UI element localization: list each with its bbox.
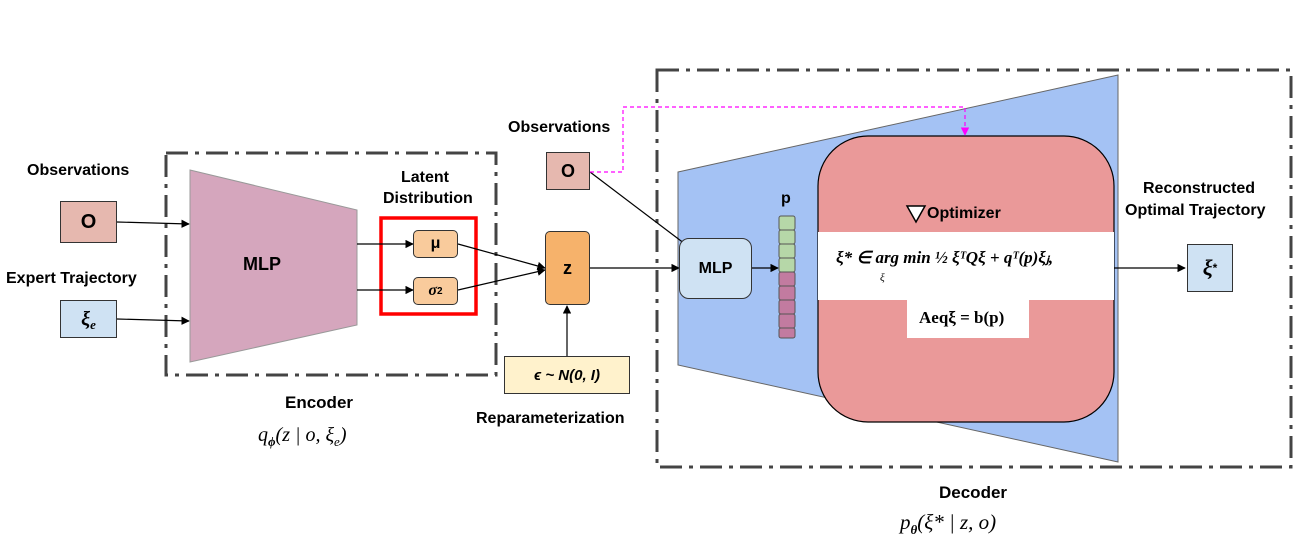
objective-equation-subscript: ξ [880,272,885,284]
encoder-observation-box: O [60,201,117,243]
objective-equation: ξ* ∈ arg min ½ ξᵀQξ + qᵀ(p)ξⱼ, [836,248,1054,267]
latent-label-line1: Latent [401,169,449,186]
decoder-title: Decoder [939,483,1008,502]
obs-to-optimizer-dashed-link [590,106,970,173]
arrow-sigma-to-z [457,267,546,291]
reparameterization-label: Reparameterization [476,410,625,427]
arrow-expert-to-mlp [116,316,190,325]
decoder-frame [655,68,1293,469]
arrow-mu-to-z [457,243,546,271]
expert-trajectory-label: Expert Trajectory [6,270,137,287]
reconstructed-label-line1: Reconstructed [1143,180,1256,197]
constraint-equation: Aeqξ = b(p) [919,308,1005,327]
arrow-obs-to-decoder-mlp [589,171,694,251]
decoder-observations-label: Observations [508,119,611,136]
encoder-formula: qϕ(z | o, ξe) [258,424,347,449]
decoder-formula: pθ(ξ* | z, o) [900,510,997,538]
p-vector [778,215,796,339]
encoder-mlp-shape [189,169,358,363]
encoder-title: Encoder [285,393,354,412]
equation-band [818,232,1114,300]
encoder-mlp-label: MLP [243,254,281,274]
nabla-icon [905,205,927,224]
mu-box: μ [413,230,458,258]
latent-frame [379,216,478,316]
z-box: z [545,231,590,305]
encoder-frame [164,151,498,377]
noise-box: ϵ ~ N(0, I) [504,356,630,394]
p-label: p [781,190,791,207]
constraint-band [907,300,1029,338]
output-trajectory-box: ξ* [1187,244,1233,292]
latent-label-line2: Distribution [383,190,473,207]
arrow-obs-to-mlp [116,219,190,228]
encoder-observations-label: Observations [27,162,130,179]
reconstructed-label-line2: Optimal Trajectory [1125,202,1266,219]
decoder-mlp-box: MLP [679,238,752,299]
decoder-observation-box: O [546,152,590,190]
optimizer-label: Optimizer [927,205,1001,222]
